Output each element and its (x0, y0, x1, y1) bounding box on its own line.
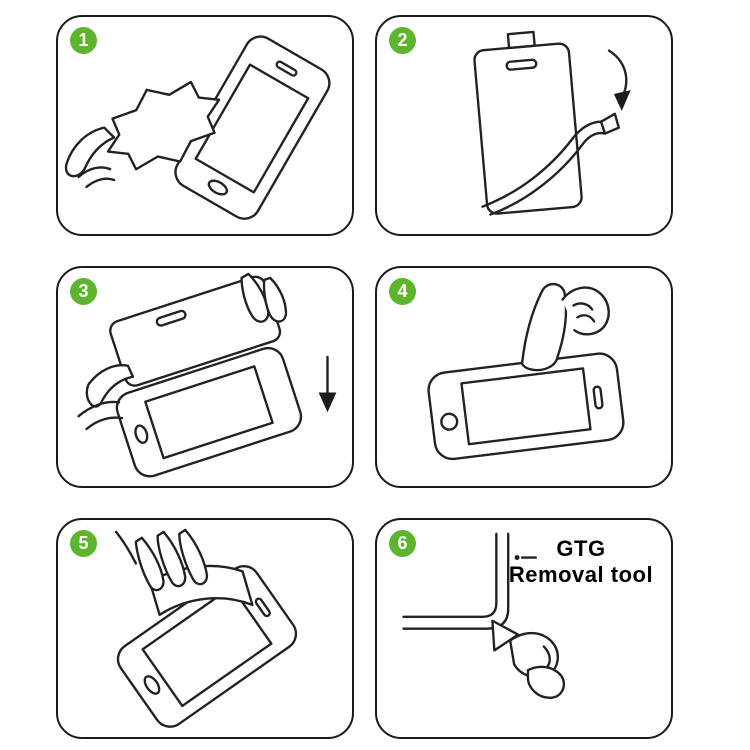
step-number-badge: 6 (389, 529, 416, 557)
step3-illustration (77, 273, 337, 478)
step6-illustration (402, 532, 566, 699)
step-panel-6: 6 GTG Removal tool (375, 517, 673, 739)
step-panel-1: 1 (56, 15, 354, 237)
step-number-badge: 1 (70, 27, 97, 54)
step-number-badge: 3 (70, 278, 97, 306)
screen-corner-icon (402, 532, 510, 630)
phone-icon (116, 564, 298, 728)
pressing-finger-icon (520, 283, 610, 372)
curved-arrow-down-icon (607, 49, 631, 111)
hand-icon (508, 631, 566, 699)
step1-illustration (64, 35, 331, 220)
removal-tool-label: GTG Removal tool (495, 536, 667, 589)
removal-tool-icon (491, 619, 520, 652)
step-number-badge: 4 (389, 278, 416, 306)
removal-tool-label-line1: GTG (556, 535, 606, 561)
fingers-holding-icon (240, 273, 288, 324)
step-panel-3: 3 (56, 266, 354, 488)
step2-illustration (473, 30, 631, 216)
cleaning-cloth-icon (106, 80, 221, 171)
hand-icon (64, 126, 116, 189)
phone-icon (427, 352, 625, 461)
step4-illustration (427, 283, 625, 461)
hand-icon (114, 528, 209, 591)
step-panel-5: 5 (56, 517, 354, 739)
step-number-badge: 2 (389, 27, 416, 54)
step-panel-2: 2 (375, 15, 673, 237)
glass-protector-icon (473, 30, 583, 215)
arrow-down-icon (318, 356, 337, 413)
removal-tool-label-line2: Removal tool (508, 562, 654, 588)
step5-illustration (114, 528, 298, 728)
step-number-badge: 5 (70, 529, 97, 557)
step-panel-4: 4 (375, 266, 673, 488)
label-leader-line (514, 554, 538, 560)
thumb-icon (77, 364, 135, 431)
peeling-film-icon (481, 112, 621, 216)
phone-icon (115, 347, 303, 478)
